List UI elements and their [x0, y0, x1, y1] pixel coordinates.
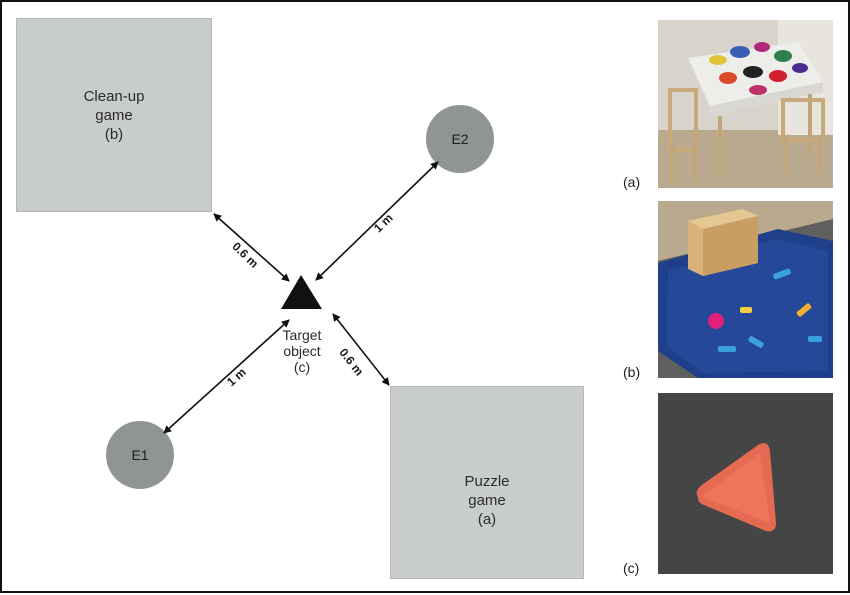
arrow-target-to-e2 [315, 161, 439, 281]
photo-c-label: (c) [623, 560, 640, 576]
e1-label: E1 [131, 447, 149, 463]
arrow-target-to-puzzle [332, 313, 390, 386]
box-on-rug-icon [658, 201, 833, 378]
cleanup-game-label: Clean-up game (b) [83, 87, 145, 143]
photo-a-label: (a) [623, 174, 641, 190]
puzzle-game-area: Puzzle game (a) [390, 386, 584, 579]
photo-a [658, 20, 833, 188]
photo-b [658, 201, 833, 378]
photo-b-label: (b) [623, 364, 641, 380]
arrow-target-to-cleanup [213, 213, 290, 282]
photo-c [658, 393, 833, 574]
target-object-triangle [281, 275, 322, 309]
experimenter-e1: E1 [106, 421, 174, 489]
triangle-object-icon [658, 393, 833, 574]
table-with-puzzle-icon [658, 20, 833, 188]
puzzle-game-label: Puzzle game (a) [464, 473, 510, 528]
target-object-label: Target object (c) [282, 327, 322, 375]
arrow-target-to-e1 [163, 319, 290, 434]
e2-label: E2 [451, 131, 469, 147]
cleanup-game-area: Clean-up game (b) [16, 18, 212, 212]
